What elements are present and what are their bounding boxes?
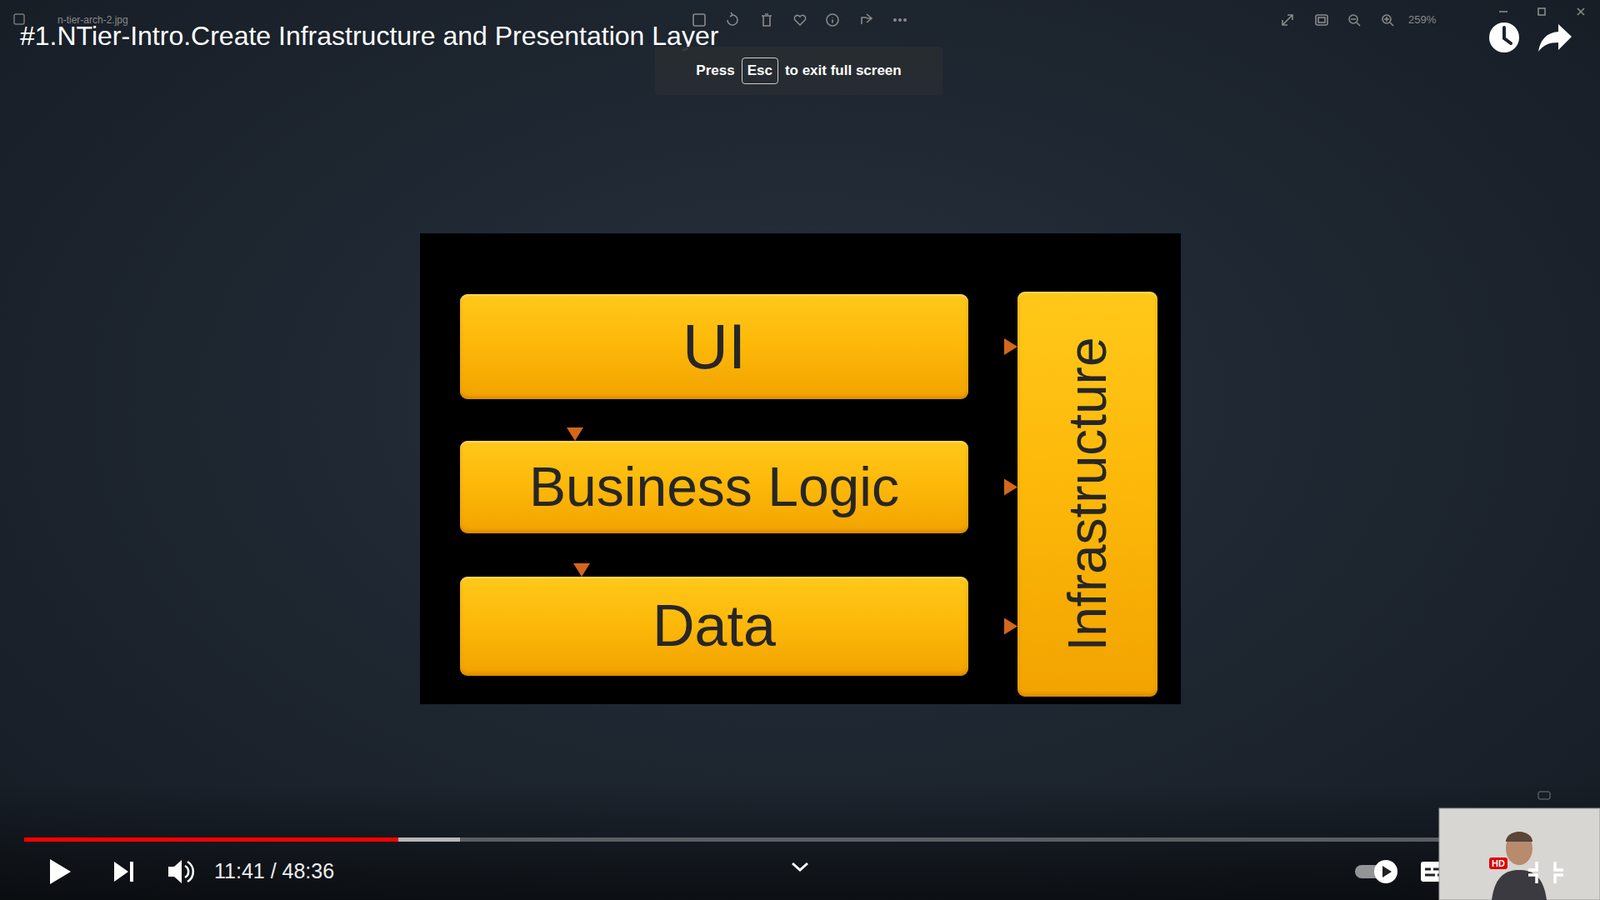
arrow-head: [1004, 479, 1018, 496]
watermark-icon: [1538, 791, 1550, 800]
box-text-group: Business Logic: [529, 456, 900, 518]
progress-played: [24, 837, 399, 842]
layer-label: UI: [682, 311, 746, 382]
progress-buffer: [24, 837, 460, 842]
file-name: n-tier-arch-2.jpg: [57, 14, 129, 26]
hd-badge: HD: [1489, 857, 1508, 870]
toast-text: to exit full screen: [785, 62, 902, 80]
infrastructure-box: Infrastructure: [1017, 291, 1158, 697]
controls-shade: [0, 783, 1600, 900]
layer-box: Business Logic: [460, 440, 969, 534]
share-icon: [1538, 24, 1572, 52]
fullscreen-toast: Press Esc to exit full screen: [655, 46, 943, 95]
dependency-arrow: [573, 533, 590, 577]
box-text-group: Infrastructure: [1058, 336, 1117, 651]
volume-icon: [168, 860, 194, 884]
dependency-arrow: [968, 479, 1018, 496]
arrow-head: [566, 427, 584, 441]
layer-box: UI: [460, 294, 969, 400]
layer-label: Business Logic: [529, 456, 900, 518]
toolbar-icons: [693, 8, 1585, 26]
autoplay-toggle: [1355, 860, 1398, 884]
key-cap: Esc: [741, 57, 779, 85]
layer-label: Infrastructure: [1058, 336, 1117, 651]
arrow-head: [1004, 338, 1018, 355]
image-panel: [420, 233, 1181, 705]
zoom-level: 259%: [1408, 13, 1436, 26]
arrow-shaft: [968, 344, 1006, 350]
box-text-group: UI: [682, 311, 746, 382]
arrow-shaft: [968, 484, 1006, 490]
exit-fullscreen-icon: [1528, 861, 1564, 884]
arrow-shaft: [579, 533, 585, 565]
next-icon: [114, 861, 134, 882]
dependency-arrow: [968, 338, 1018, 355]
arrow-shaft: [968, 623, 1006, 630]
chevron-icon: [792, 863, 808, 870]
time-display: 11:41 / 48:36: [214, 859, 335, 884]
dependency-arrow: [968, 618, 1018, 635]
watch-later-icon: [1489, 22, 1520, 53]
progress-track: [24, 837, 1575, 842]
play-icon: [50, 859, 71, 885]
arrow-shaft: [572, 399, 579, 430]
arrow-head: [573, 563, 590, 577]
layer-label: Data: [652, 594, 776, 659]
webcam-thumbnail: [1439, 808, 1600, 900]
toast-text: Press: [695, 62, 735, 80]
dependency-arrow: [566, 399, 584, 441]
box-text-group: Data: [652, 594, 776, 659]
layer-box: Data: [460, 576, 969, 676]
arrow-head: [1004, 618, 1018, 635]
